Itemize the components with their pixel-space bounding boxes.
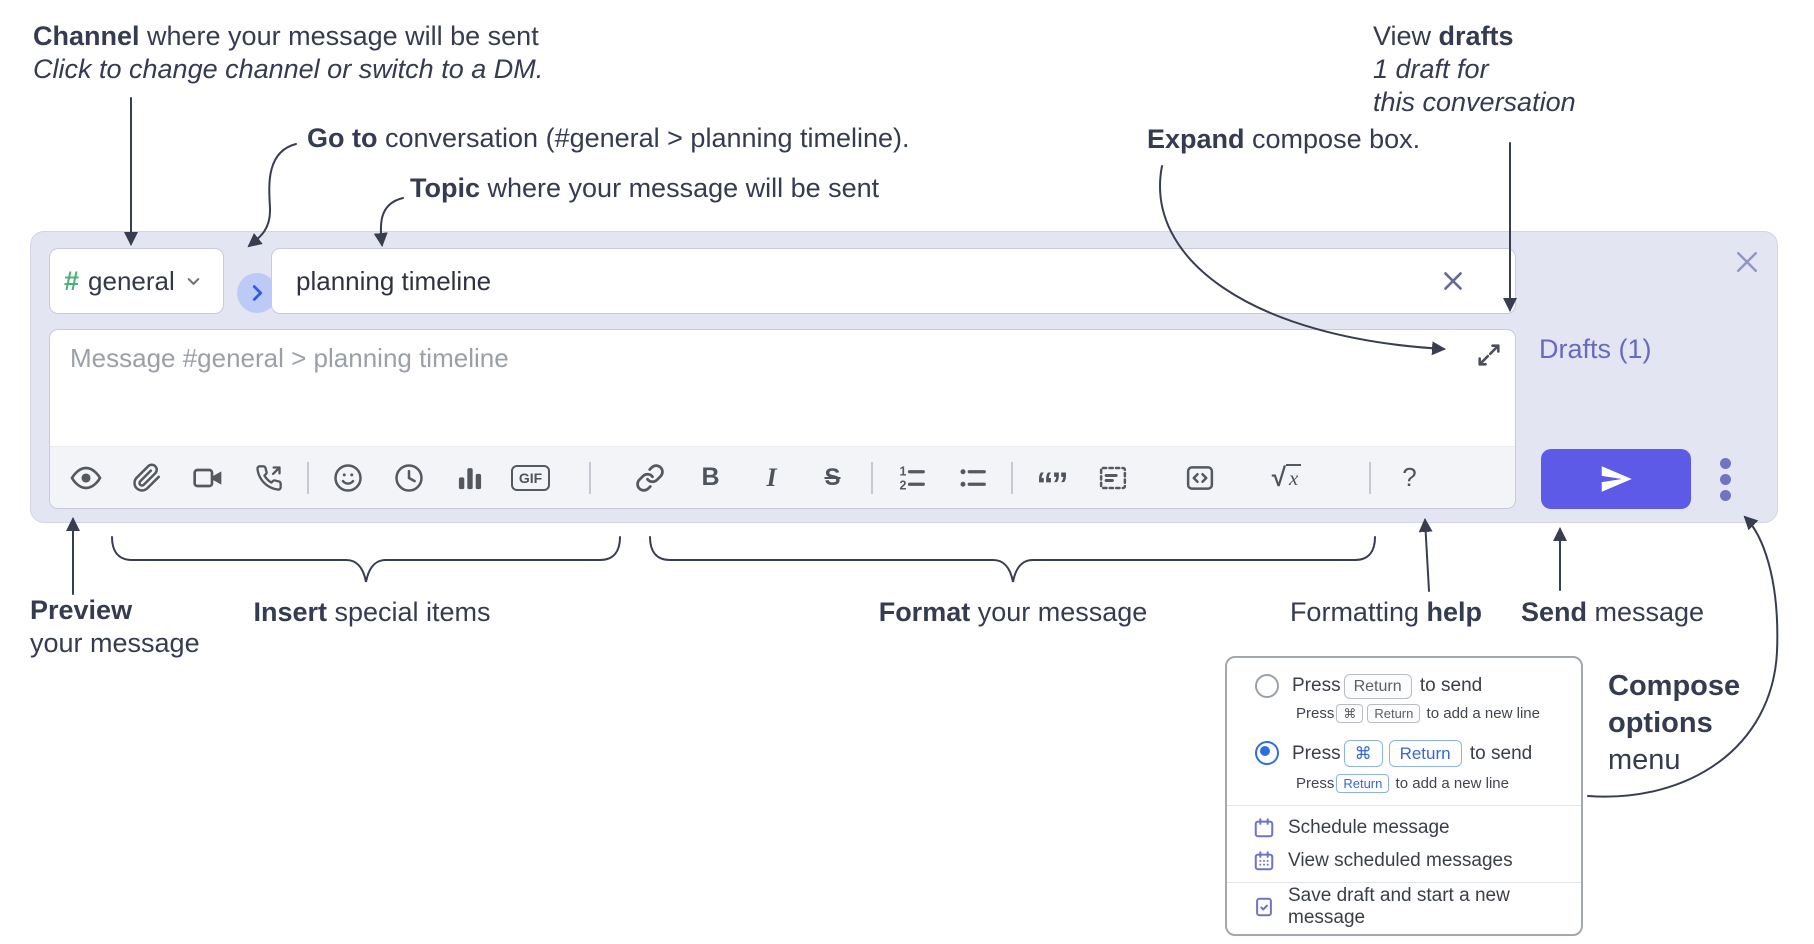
dot-icon [1719, 457, 1731, 469]
send-button[interactable] [1541, 449, 1691, 509]
formatting-help-annotation: Formatting help [1289, 597, 1482, 627]
chevron-down-icon [184, 272, 203, 291]
calendar-icon [1253, 817, 1275, 839]
compose-box: Message #general > planning timeline [49, 329, 1516, 509]
attach-file-icon[interactable] [124, 455, 169, 501]
channel-annotation-line2: Click to change channel or switch to a D… [33, 54, 544, 84]
channel-selector[interactable]: # general [49, 248, 224, 314]
view-scheduled-messages-item[interactable]: View scheduled messages [1227, 844, 1581, 877]
bulleted-list-icon[interactable] [950, 455, 995, 501]
go-to-conversation-button[interactable] [237, 273, 277, 313]
spoiler-icon[interactable] [1090, 455, 1135, 501]
strikethrough-icon[interactable]: S [824, 463, 841, 491]
send-annotation: Send message [1521, 597, 1705, 627]
save-draft-item[interactable]: Save draft and start a new message [1227, 885, 1581, 928]
drafts-link[interactable]: Drafts (1) [1539, 334, 1652, 364]
popup-divider [1227, 882, 1581, 883]
radio-selected-icon[interactable] [1255, 741, 1279, 765]
format-brace [649, 536, 1376, 583]
option-label: Press⌘Return to send [1292, 739, 1532, 767]
topic-input-value: planning timeline [296, 265, 492, 296]
start-video-call-icon[interactable] [185, 455, 230, 501]
item-label: Schedule message [1288, 816, 1450, 838]
draft-check-icon [1253, 896, 1275, 918]
topic-input[interactable]: planning timeline [271, 248, 1516, 314]
dot-icon [1719, 489, 1731, 501]
toolbar-divider [307, 461, 309, 494]
insert-brace [111, 536, 621, 583]
popup-divider [1227, 805, 1581, 806]
compose-options-menu-button[interactable] [1709, 454, 1741, 504]
view-drafts-line2: 1 draft for [1373, 54, 1489, 84]
expand-compose-icon[interactable] [1475, 341, 1503, 369]
topic-annotation: Topic where your message will be sent [410, 173, 880, 203]
quote-icon[interactable]: “” [1036, 465, 1069, 504]
time-icon[interactable] [386, 455, 431, 501]
channel-annotation-line1: Channel where your message will be sent [33, 21, 539, 51]
item-label: Save draft and start a new message [1288, 885, 1510, 928]
toolbar-divider [871, 461, 873, 494]
formatting-help-arrow [1418, 518, 1433, 592]
view-drafts-line1: View drafts [1373, 21, 1514, 51]
svg-text:1: 1 [899, 464, 906, 478]
compose-options-annotation: Compose options menu [1608, 670, 1741, 776]
link-icon[interactable] [627, 455, 672, 501]
code-icon[interactable] [1177, 455, 1222, 501]
channel-annotation: Channel where your message will be sent … [33, 20, 543, 86]
expand-annotation: Expand compose box. [1147, 124, 1421, 154]
start-voice-call-icon[interactable] [246, 455, 291, 501]
view-drafts-annotation: View drafts 1 draft for this conversatio… [1373, 20, 1576, 119]
svg-text:2: 2 [899, 478, 906, 492]
bold-icon[interactable]: B [701, 463, 720, 491]
channel-hash-icon: # [64, 265, 80, 296]
insert-annotation: Insert special items [253, 597, 491, 627]
item-label: View scheduled messages [1288, 849, 1513, 871]
message-input[interactable]: Message #general > planning timeline [50, 330, 1515, 446]
channel-name: general [88, 265, 175, 296]
preview-icon[interactable] [63, 455, 108, 501]
toolbar-divider [1011, 461, 1013, 494]
preview-annotation: Preview your message [30, 595, 200, 658]
emoji-icon[interactable] [325, 455, 370, 501]
poll-icon[interactable] [447, 455, 492, 501]
gif-icon[interactable]: GIF [508, 455, 553, 501]
send-icon [1598, 461, 1634, 497]
schedule-message-item[interactable]: Schedule message [1227, 811, 1581, 844]
calendar-grid-icon [1253, 850, 1275, 872]
format-annotation: Format your message [878, 597, 1148, 627]
toolbar-divider [589, 461, 591, 494]
message-placeholder: Message #general > planning timeline [70, 343, 509, 373]
close-compose-button[interactable] [1729, 244, 1765, 280]
send-option-cmd-return[interactable]: Press⌘Return to send [1227, 730, 1581, 774]
compose-panel: # general planning timeline Drafts (1) M… [30, 231, 1778, 523]
radio-unselected-icon[interactable] [1255, 674, 1279, 698]
dot-icon [1719, 473, 1731, 485]
chevron-right-icon [246, 282, 268, 304]
toolbar-divider [1369, 461, 1371, 494]
formatting-help-icon[interactable]: ? [1402, 462, 1417, 492]
option-sublabel: Press⌘Return to add a new line [1296, 704, 1540, 723]
math-icon[interactable]: √x [1264, 455, 1309, 501]
topic-clear-button[interactable] [1433, 261, 1473, 301]
italic-icon[interactable]: I [766, 462, 777, 492]
view-drafts-line3: this conversation [1373, 87, 1576, 117]
goto-annotation: Go to conversation (#general > planning … [307, 123, 910, 153]
